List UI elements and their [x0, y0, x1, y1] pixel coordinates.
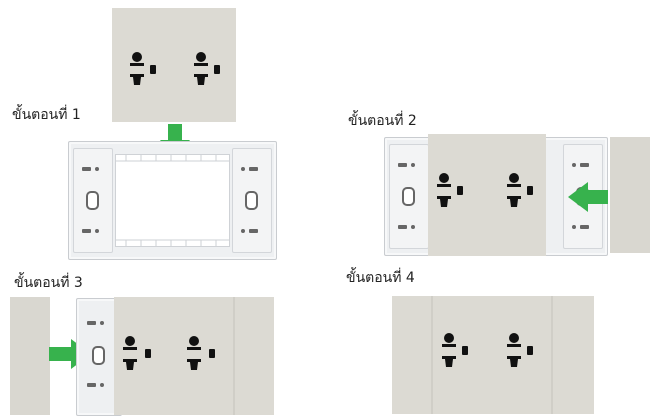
step-1-label: ขั้นตอนที่ 1: [12, 107, 81, 123]
double-socket-icon: [431, 296, 553, 414]
socket-faceplate: [114, 297, 274, 415]
mounting-frame: [68, 141, 277, 260]
step-3-label: ขั้นตอนที่ 3: [14, 275, 83, 291]
frame-window: [115, 154, 230, 247]
socket-faceplate: [428, 134, 546, 256]
cover-plate-side: [10, 297, 50, 415]
frame-right-ear: [232, 148, 272, 253]
step-4-label: ขั้นตอนที่ 4: [346, 270, 415, 286]
green-arrow-icon: [568, 182, 608, 212]
frame-left-ear: [389, 144, 429, 249]
double-socket-icon: [437, 173, 533, 207]
cover-plate-side: [610, 137, 650, 253]
double-socket-icon: [130, 52, 220, 85]
double-socket-icon: [123, 297, 235, 415]
socket-faceplate-assembled: [392, 296, 594, 414]
step-2-label: ขั้นตอนที่ 2: [348, 113, 417, 129]
socket-faceplate: [112, 8, 236, 122]
frame-left-ear: [73, 148, 113, 253]
